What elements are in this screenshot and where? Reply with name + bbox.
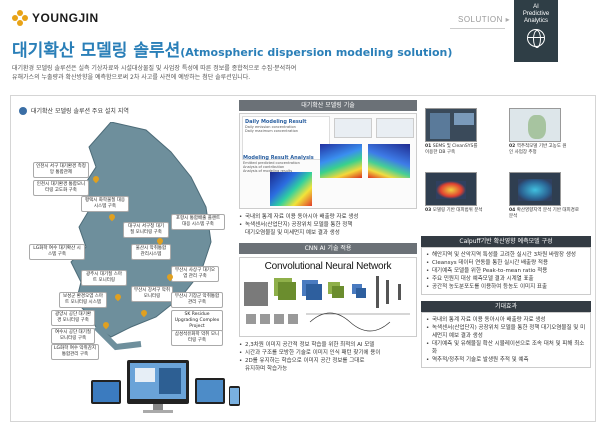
thumb-caption-2: 02 역추적모델 기반 고농도 원인 사업장 추정 [509, 144, 567, 155]
effect-box: 국내외 통계 자료 이용 동아시아 배출량 자료 생성 녹색센서(산업단지) 공… [421, 312, 591, 368]
map-location: 평택시 화학물질 대응 시스템 구축 [81, 196, 129, 212]
cnn-bullet: 유지하며 학습가능 [245, 366, 288, 372]
thumb-4 [509, 172, 561, 206]
map-location: 부산시 기장군 악취통합관리 구축 [171, 292, 223, 308]
map-location: 울산시 악취통합관리시스템 [131, 244, 171, 260]
company-logo: YOUNGJIN [12, 10, 99, 26]
thumb-2 [509, 108, 561, 142]
page-description: 대기환경 모델링 솔루션은 실측 기상자료와 시설대상물질 및 사업장 특성에 … [12, 65, 297, 81]
logo-text: YOUNGJIN [32, 11, 99, 25]
map-location: 보성군 환경오염 스마트 모니터링 시스템 [59, 292, 107, 308]
calpuff-bullet: 주요 민원지 대상 예측모델 결과 시계열 표출 [426, 275, 586, 283]
modeling-bullet: 녹색센서(산업단지) 공장위치 모델을 통한 정책 [239, 221, 417, 229]
map-location: LG화학 여수 악취감지 통합관리 구축 [51, 344, 99, 360]
device-mockups [91, 360, 240, 413]
solution-divider [450, 28, 505, 29]
map-location: 포항시 통합배출 플랜트 대응 시스템 구축 [171, 214, 225, 230]
map-location: SK Residue Upgrading Complex Project [171, 310, 223, 332]
map-location: 대구시 서구청 대기질 모니터링 구축 [123, 222, 169, 238]
calpuff-bullet: 대기예측 모델을 위한 Peak-to-mean ratio 적용 [426, 267, 586, 275]
badge-line-2: Predictive [522, 11, 550, 17]
logo-mark-icon [12, 10, 28, 26]
map-location: 인천시 대기환경 통합모니터링 고도화 구축 [33, 180, 89, 196]
map-location: LG화학 여수 대기확산 시스템 구축 [29, 244, 85, 260]
section-header-effect: 기대효과 [421, 301, 591, 312]
modeling-screenshot: Daily Modeling Result Daily emission con… [239, 113, 417, 209]
thumb-1 [425, 108, 477, 142]
cnn-bullet: 2D를 유지하는 학습으로 이미지 공간 정보를 그대로 [239, 357, 417, 365]
badge-line-1: AI [533, 4, 539, 10]
effect-bullet: 국내외 통계 자료 이용 동아시아 배출량 자료 생성 [426, 316, 586, 324]
calpuff-bullet: 공간적 농도분포도를 이용하여 등농도 이미지 표출 [426, 283, 586, 291]
thumb-caption-3: 03 모델링 기반 대피범위 분석 [425, 208, 483, 213]
bullet-icon [19, 106, 27, 115]
screen-a-title: Daily Modeling Result [245, 119, 307, 125]
section-header-modeling: 대기확산 모델링 기술 [239, 100, 417, 111]
effect-bullet: 역추적/정추적 기술로 발생원 추적 및 예측 [426, 356, 586, 364]
effect-bullet: 녹색센서(산업단지) 공장위치 모델을 통한 정책 대기오염물질 및 미세먼지 … [426, 324, 586, 340]
badge-line-3: Analytics [523, 18, 548, 24]
solution-label: SOLUTION ▸ [458, 15, 511, 24]
heatmap-2 [320, 144, 362, 178]
cnn-title: Convolutional Neural Network [264, 261, 392, 272]
heatmap-1 [270, 172, 312, 206]
map-location: 삼성석유화학 악취 모니터링 구축 [171, 330, 223, 346]
map-heading: 대기확산 모델링 솔루션 주요 설치 지역 [19, 106, 129, 115]
thumb-caption-4: 04 확산영향지역 분석 기반 대피경로 분석 [509, 208, 579, 219]
cnn-diagram: Convolutional Neural Network [239, 257, 417, 337]
map-location: 부산시 강서구 악취 모니터링 [131, 286, 173, 302]
map-location: 인천시 서구 대기환경 측정망 통합관제 [33, 162, 89, 178]
section-header-calpuff: Calpuff기반 확산영향 예측모델 구성 [421, 236, 591, 247]
main-panel: 대기확산 모델링 솔루션 주요 설치 지역 인천시 서구 대기환경 측정망 통합… [10, 95, 596, 422]
thumb-3 [425, 172, 477, 206]
ai-badge: AI Predictive Analytics [514, 0, 558, 62]
map-location: 광주시 대기질 스마트 모니터링 [81, 270, 127, 286]
cnn-layers-diagram [244, 276, 410, 332]
page-title: 대기확산 모델링 솔루션(Atmospheric dispersion mode… [12, 41, 453, 61]
heatmap-3 [368, 144, 410, 178]
right-column: 01 SEMS 및 CleanSYS를 이용한 DB 구축 02 역추적모델 기… [421, 100, 591, 368]
middle-column: 대기확산 모델링 기술 Daily Modeling Result Daily … [239, 100, 417, 373]
thumb-caption-1: 01 SEMS 및 CleanSYS를 이용한 DB 구축 [425, 144, 478, 155]
modeling-bullet: 국내외 통계 자료 이용 동아시아 배출량 자료 생성 [239, 213, 417, 221]
modeling-bullet: 대기오염물질 및 미세먼지 예보 결과 생성 [245, 230, 340, 236]
cnn-bullet: 시간과 구조를 모방한 기술로 이미지 인식 패턴 찾기에 용이 [239, 349, 417, 357]
screen-b-title: Modeling Result Analysis [243, 155, 314, 161]
map-location: 광양시 공단 대기환경 모니터링 구축 [51, 310, 95, 326]
calpuff-bullet: 해안지역 및 산악지역 특성을 고려한 실시간 3차원 바람장 생성 [426, 251, 586, 259]
map-location: 여수시 공단 대기질 모니터링 구축 [51, 328, 95, 344]
section-header-cnn: CNN AI 기술 적용 [239, 243, 417, 254]
calpuff-box: 해안지역 및 산악지역 특성을 고려한 실시간 3차원 바람장 생성 Clean… [421, 247, 591, 295]
calpuff-bullet: Cleansys 데이터 연동을 통한 실시간 배출량 적용 [426, 259, 586, 267]
effect-bullet: 대기예측 및 유해물질 확산 시뮬레이션으로 조속 대처 및 피해 최소화 [426, 340, 586, 356]
map-location: 부산시 사상구 대기오염 관리 구축 [171, 266, 219, 282]
cnn-bullet: 2,3차원 이미지 공간적 정보 학습을 위한 최적의 AI 모델 [239, 341, 417, 349]
globe-icon [527, 29, 545, 48]
